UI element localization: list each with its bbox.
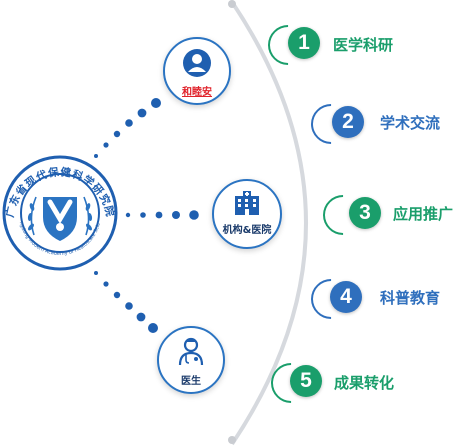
dotted-connector-top	[94, 98, 161, 158]
item-number-badge: 5	[290, 365, 322, 397]
dotted-connector-middle	[125, 210, 199, 220]
institution-node: 机构&医院	[212, 179, 282, 249]
item-label: 科普教育	[380, 289, 441, 307]
dotted-connector-bottom	[94, 271, 158, 333]
item-number-badge: 3	[349, 197, 381, 229]
item-number-badge: 4	[330, 281, 362, 313]
doctor-node: 医生	[157, 326, 225, 394]
timeline-arc	[230, 0, 308, 446]
item-label: 医学科研	[333, 36, 394, 54]
doctor-icon	[178, 337, 204, 366]
item-label: 成果转化	[334, 374, 395, 392]
arc-end-dot	[228, 436, 236, 444]
user-icon	[183, 49, 211, 77]
arc-end-dot	[228, 0, 236, 8]
item-label: 应用推广	[393, 205, 454, 223]
item-number-badge: 1	[288, 27, 320, 59]
doctor-node-label: 医生	[181, 376, 201, 387]
item-number-badge: 2	[332, 106, 364, 138]
item-label: 学术交流	[380, 114, 441, 132]
institution-node-label: 机构&医院	[222, 225, 272, 236]
academy-seal-icon: 广东省现代保健科学研究院 Guangdong Modern Academy of…	[0, 135, 118, 271]
person-node: 和睦安	[163, 37, 231, 105]
hospital-building-icon	[235, 191, 259, 215]
academy-logo: 广东省现代保健科学研究院 Guangdong Modern Academy of…	[0, 135, 120, 287]
person-node-label: 和睦安	[182, 87, 212, 98]
